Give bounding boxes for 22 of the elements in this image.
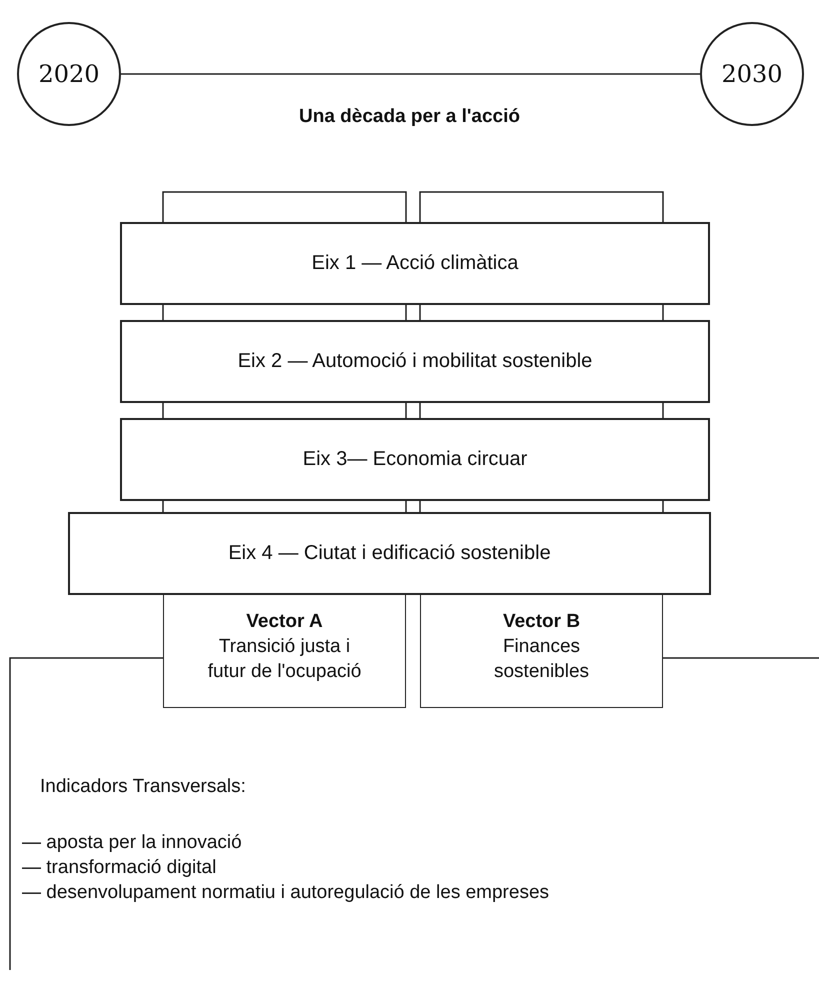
section-heading: Indicadors Transversals: xyxy=(40,776,246,798)
title: Una dècada per a l'acció xyxy=(299,106,520,128)
axis-box xyxy=(120,222,710,305)
axis-box xyxy=(120,320,710,403)
list-item: — desenvolupament normatiu i autoregulació de les empreses xyxy=(22,882,550,904)
connector-line xyxy=(121,73,700,75)
column-text: Finances sostenibles xyxy=(492,635,590,684)
list-item: — aposta per la innovació xyxy=(22,832,242,854)
column-heading: Vector A xyxy=(245,610,324,634)
vector-column xyxy=(163,594,406,708)
axis-title: Eix 4 — Ciutat i edificació sostenible xyxy=(228,542,551,565)
axis-box xyxy=(120,418,710,501)
year-text: 2020 xyxy=(38,60,100,88)
year-text: 2030 xyxy=(721,60,783,88)
column-heading: Vector B xyxy=(502,610,582,634)
column-text: Transició justa i futur de l'ocupació xyxy=(206,635,362,684)
axis-box xyxy=(68,512,711,595)
axis-title: Eix 3— Economia circuar xyxy=(302,448,528,471)
axis-title: Eix 2 — Automoció i mobilitat sostenible xyxy=(238,350,592,373)
vector-column xyxy=(420,594,663,708)
list-item: — transformació digital xyxy=(22,857,216,879)
axis-title: Eix 1 — Acció climàtica xyxy=(312,252,518,275)
